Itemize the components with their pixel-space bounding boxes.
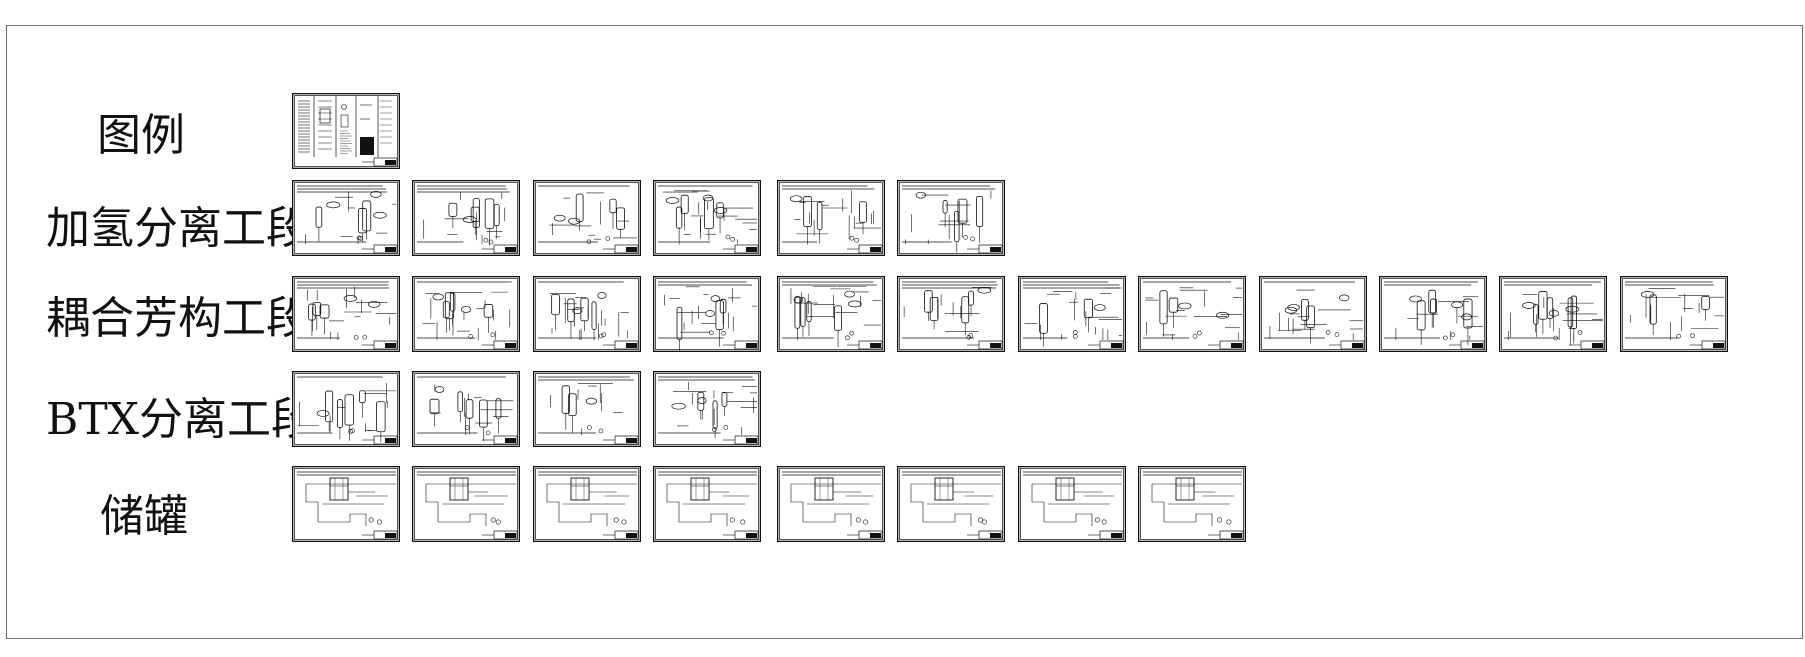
drawing-sheet-thumbnail — [653, 276, 761, 352]
drawing-sheet-thumbnail — [412, 276, 520, 352]
drawing-sheet-thumbnail — [412, 180, 520, 256]
drawing-sheet-thumbnail — [1379, 276, 1487, 352]
drawing-sheet-thumbnail — [292, 276, 400, 352]
drawing-sheet-thumbnail — [653, 371, 761, 447]
drawing-sheet-thumbnail — [412, 466, 520, 542]
row-label-coupled-aromatization: 耦合芳构工段 — [46, 293, 310, 344]
drawing-sheet-thumbnail — [292, 371, 400, 447]
drawing-sheet-thumbnail — [653, 466, 761, 542]
drawing-sheet-thumbnail — [1018, 276, 1126, 352]
drawing-sheet-thumbnail — [533, 466, 641, 542]
drawing-sheet-thumbnail — [533, 276, 641, 352]
drawing-sheet-thumbnail — [777, 466, 885, 542]
drawing-sheet-thumbnail — [292, 93, 400, 169]
drawing-sheet-thumbnail — [1259, 276, 1367, 352]
row-label-btx-separation: BTX分离工段 — [46, 394, 316, 445]
drawing-sheet-thumbnail — [897, 180, 1005, 256]
drawing-sheet-thumbnail — [292, 466, 400, 542]
drawing-sheet-thumbnail — [777, 180, 885, 256]
drawing-sheet-thumbnail — [412, 371, 520, 447]
drawing-sheet-thumbnail — [1499, 276, 1607, 352]
drawing-frame — [6, 25, 1803, 639]
row-label-storage-tanks: 储罐 — [100, 491, 188, 542]
drawing-sheet-thumbnail — [897, 276, 1005, 352]
drawing-sheet-thumbnail — [777, 276, 885, 352]
drawing-sheet-thumbnail — [533, 180, 641, 256]
drawing-sheet-thumbnail — [292, 180, 400, 256]
drawing-sheet-thumbnail — [653, 180, 761, 256]
row-label-legend: 图例 — [97, 110, 185, 161]
drawing-sheet-thumbnail — [897, 466, 1005, 542]
drawing-sheet-thumbnail — [1138, 466, 1246, 542]
row-label-hydro-separation: 加氢分离工段 — [46, 203, 310, 254]
drawing-sheet-thumbnail — [1018, 466, 1126, 542]
drawing-sheet-thumbnail — [533, 371, 641, 447]
drawing-sheet-thumbnail — [1620, 276, 1728, 352]
drawing-sheet-thumbnail — [1138, 276, 1246, 352]
